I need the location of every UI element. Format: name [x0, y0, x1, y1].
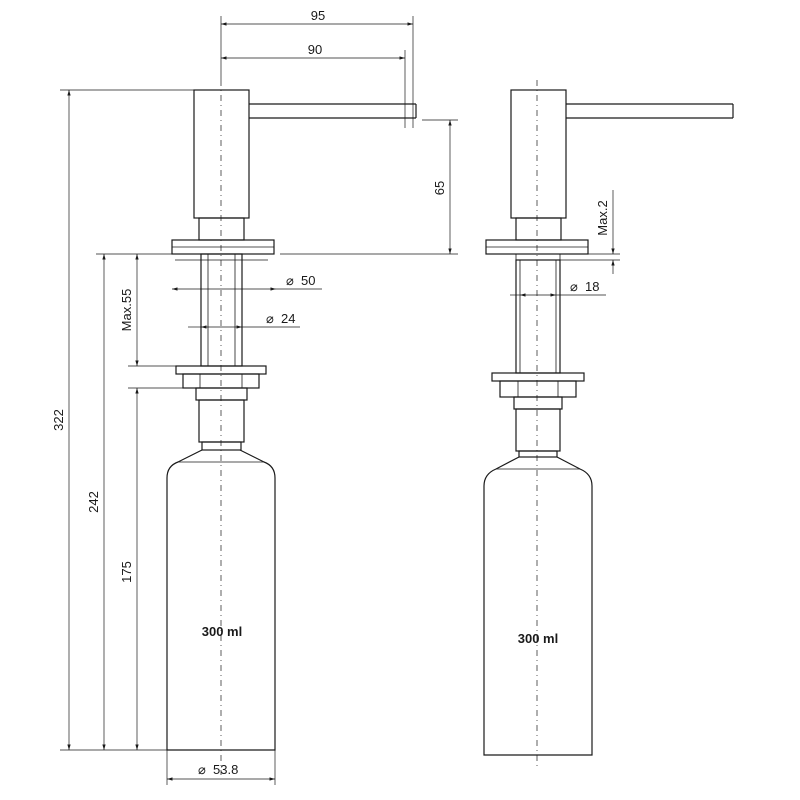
right-shank [515, 254, 561, 374]
right-connector [513, 396, 563, 458]
left-connector [195, 387, 248, 451]
left-view: 300 ml 95 90 65 ⌀ 50 [51, 8, 458, 785]
dim-diameter-53-8: ⌀ 53.8 [166, 750, 276, 785]
dim-max-55: Max.55 [119, 253, 176, 367]
dim-diameter-18: ⌀ 18 [510, 279, 606, 297]
dim-max-2: Max.2 [560, 190, 620, 274]
dim-322-label: 322 [51, 409, 66, 431]
dim-18-label: 18 [585, 279, 599, 294]
dim-50-symbol: ⌀ [286, 273, 294, 288]
dim-diameter-50: ⌀ 50 [172, 273, 322, 291]
dim-65-label: 65 [432, 181, 447, 195]
dim-53-8-symbol: ⌀ [198, 762, 206, 777]
dim-53-8-label: 53.8 [213, 762, 238, 777]
right-washer-nut [491, 372, 585, 398]
right-volume-label: 300 ml [518, 631, 558, 646]
dim-175: 175 [119, 387, 183, 750]
dim-65: 65 [280, 119, 458, 255]
dim-18-symbol: ⌀ [570, 279, 578, 294]
left-bottle [166, 449, 276, 751]
dim-95: 95 [220, 8, 414, 128]
dim-24-label: 24 [281, 311, 295, 326]
left-volume-label: 300 ml [202, 624, 242, 639]
dim-95-label: 95 [311, 8, 325, 23]
left-pump-head [193, 89, 417, 241]
dim-242: 242 [86, 253, 128, 750]
dim-50-label: 50 [301, 273, 315, 288]
dim-diameter-24: ⌀ 24 [188, 311, 300, 329]
dim-max-55-label: Max.55 [119, 289, 134, 332]
right-flange [485, 239, 589, 255]
dim-24-symbol: ⌀ [266, 311, 274, 326]
right-bottle [483, 456, 593, 756]
dim-90-label: 90 [308, 42, 322, 57]
dim-max-2-label: Max.2 [595, 200, 610, 235]
right-view: 300 ml Max.2 ⌀ 18 [483, 80, 734, 770]
right-pump-head [510, 89, 734, 241]
dim-322: 322 [51, 89, 194, 751]
dim-90: 90 [221, 42, 406, 128]
left-flange [171, 239, 275, 255]
dim-242-label: 242 [86, 491, 101, 513]
dim-175-label: 175 [119, 561, 134, 583]
left-shank [175, 253, 268, 367]
